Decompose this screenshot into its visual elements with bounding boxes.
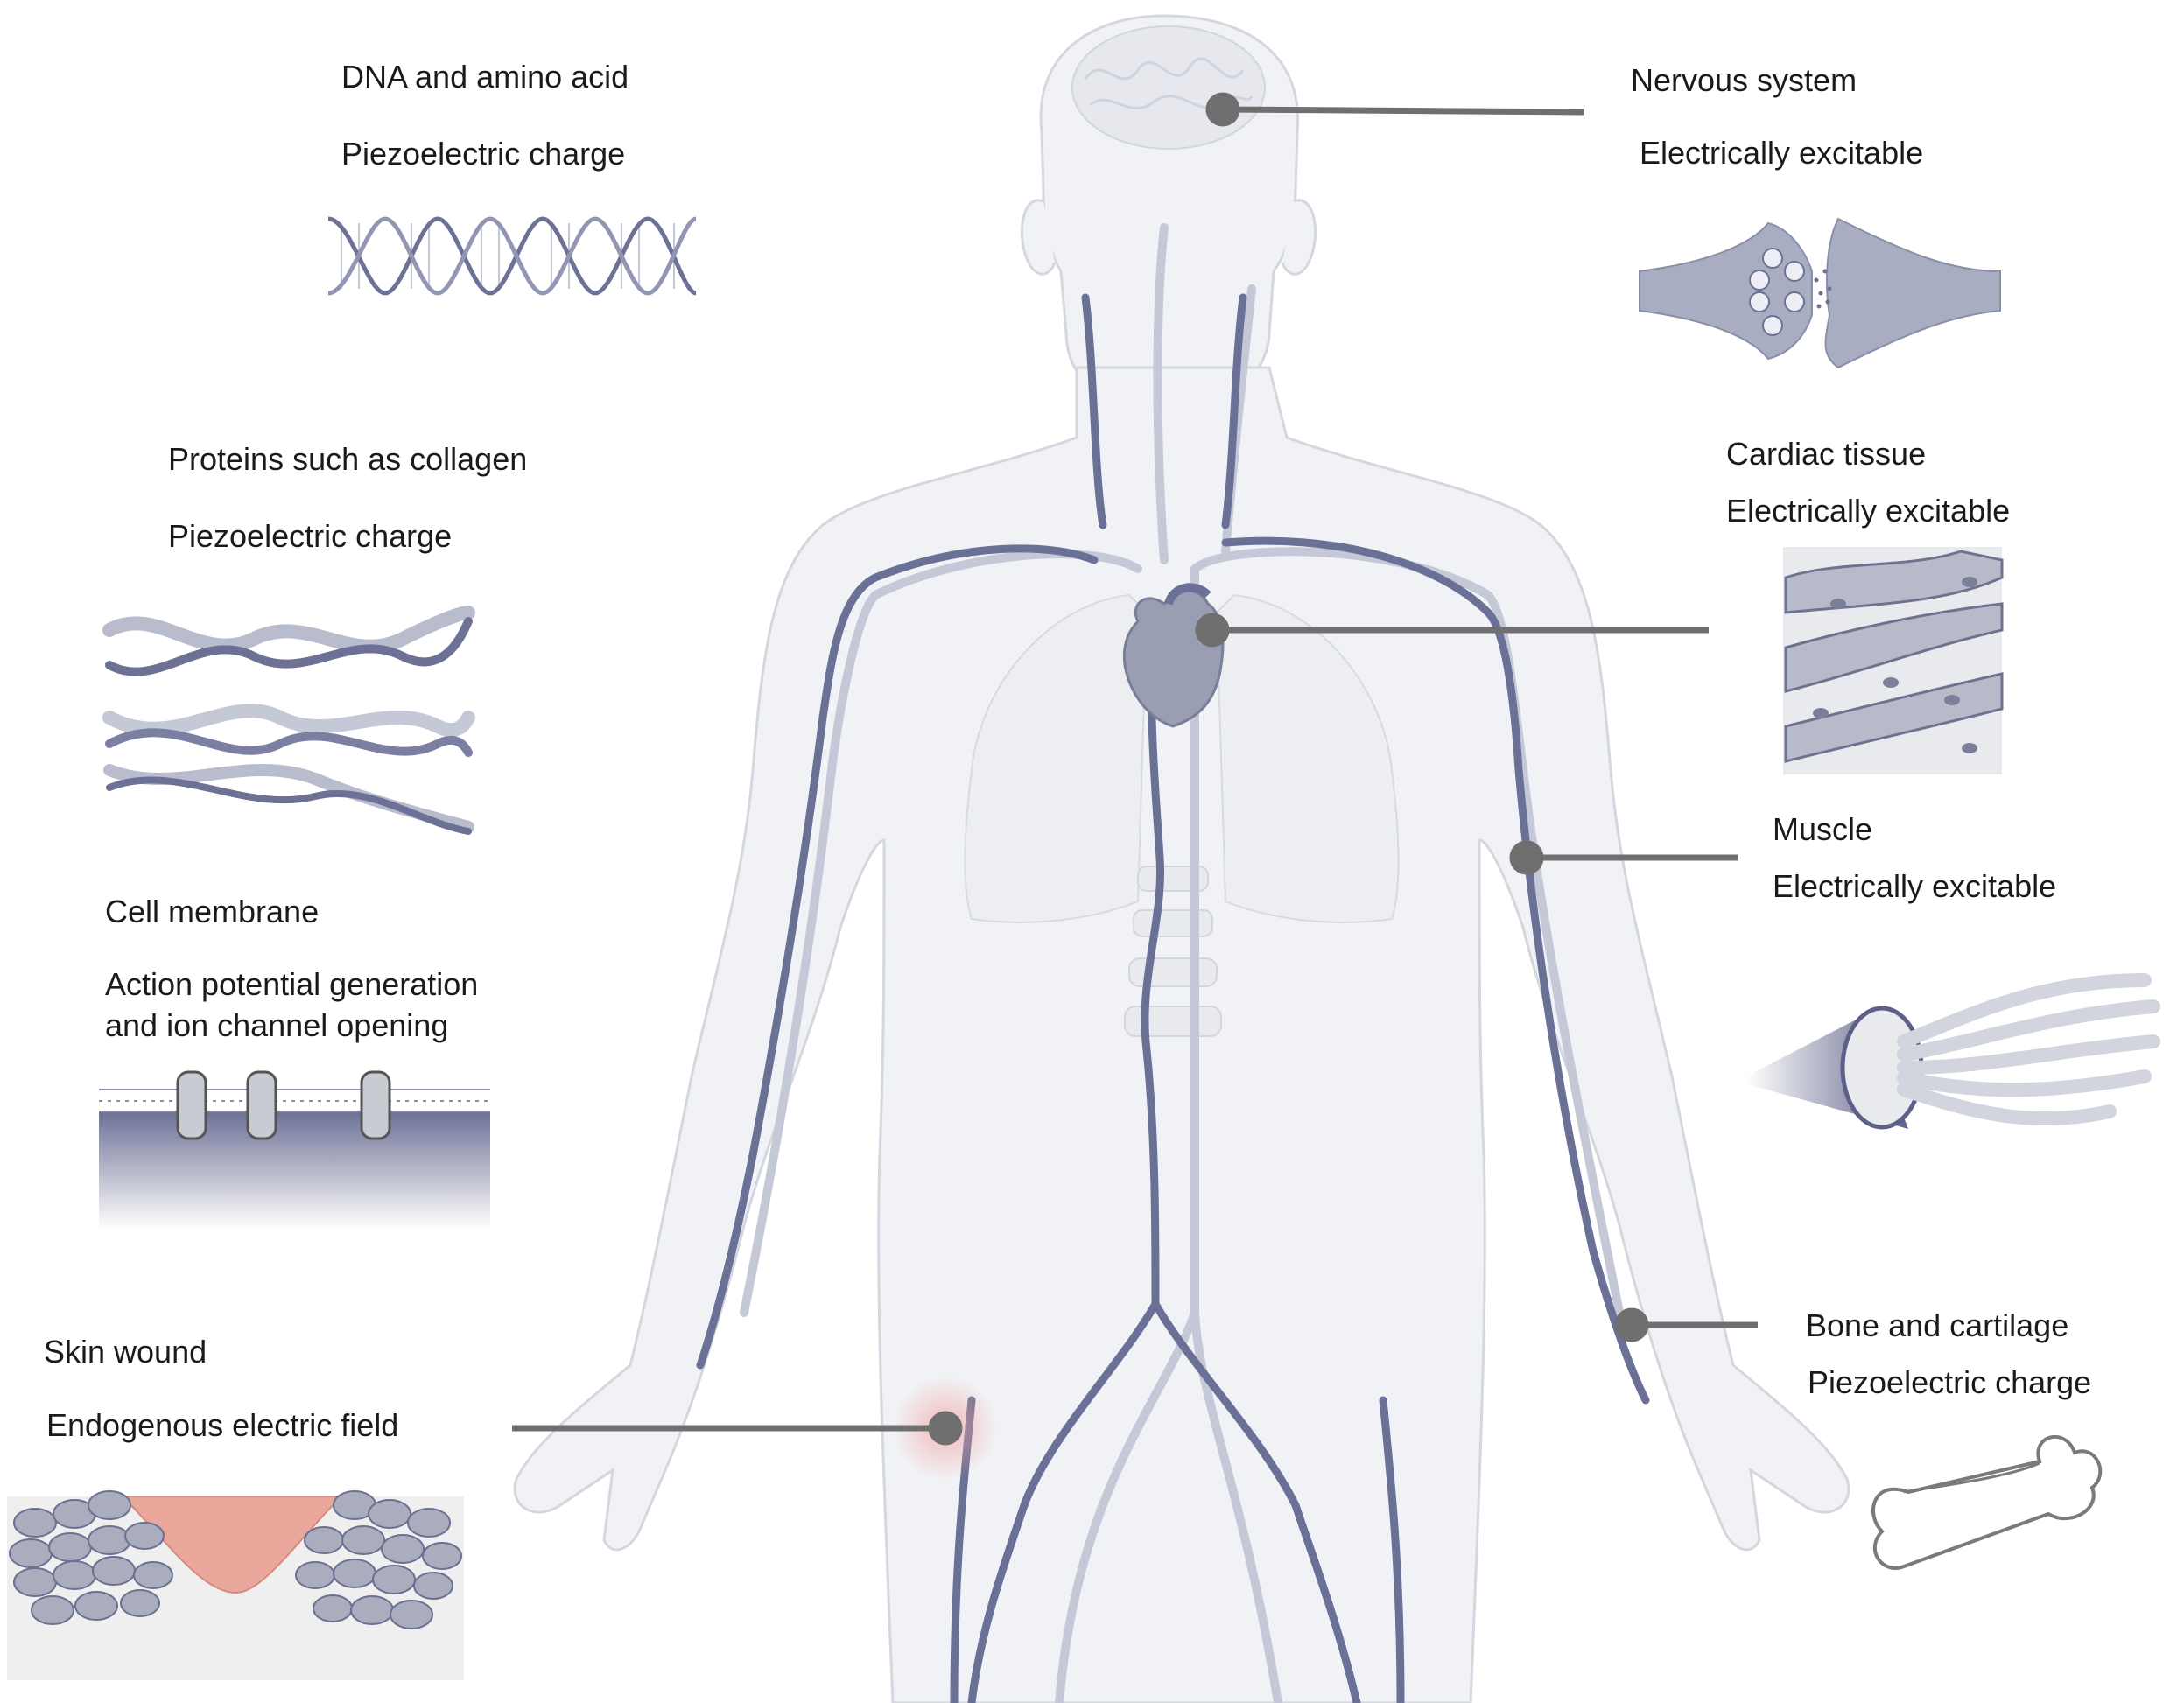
bone-subtitle: Piezoelectric charge [1808, 1364, 2092, 1400]
dna-title: DNA and amino acid [341, 59, 629, 95]
cardiac-subtitle: Electrically excitable [1726, 493, 2011, 529]
bone-icon [1871, 1435, 2103, 1570]
muscle-title: Muscle [1773, 811, 1873, 847]
membrane-subtitle-line2: and ion channel opening [105, 1007, 449, 1043]
muscle-fiber-icon [1746, 973, 2160, 1130]
dna-double-helix-icon [327, 216, 697, 296]
collagen-triple-helix-icon [102, 606, 475, 835]
leader-lines [512, 92, 1758, 1446]
nervous-title: Nervous system [1631, 62, 1857, 98]
veins [696, 293, 1650, 1703]
skin-wound-cells-icon [7, 1490, 464, 1680]
wound-subtitle: Endogenous electric field [46, 1407, 399, 1443]
synapse-icon [1639, 217, 2001, 369]
collagen-title: Proteins such as collagen [168, 441, 528, 477]
nervous-subtitle: Electrically excitable [1640, 135, 1924, 171]
bone-title: Bone and cartilage [1806, 1307, 2069, 1343]
cardiac-title: Cardiac tissue [1726, 436, 1927, 472]
lipid-bilayer-icon [99, 1070, 490, 1230]
membrane-title: Cell membrane [105, 894, 320, 929]
muscle-subtitle: Electrically excitable [1773, 868, 2057, 904]
dna-subtitle: Piezoelectric charge [341, 136, 626, 172]
brain-icon [1071, 25, 1266, 150]
cardiac-tissue-icon [1783, 547, 2004, 774]
wound-title: Skin wound [44, 1334, 207, 1370]
collagen-subtitle: Piezoelectric charge [168, 518, 453, 554]
membrane-subtitle-line1: Action potential generation [105, 966, 479, 1002]
